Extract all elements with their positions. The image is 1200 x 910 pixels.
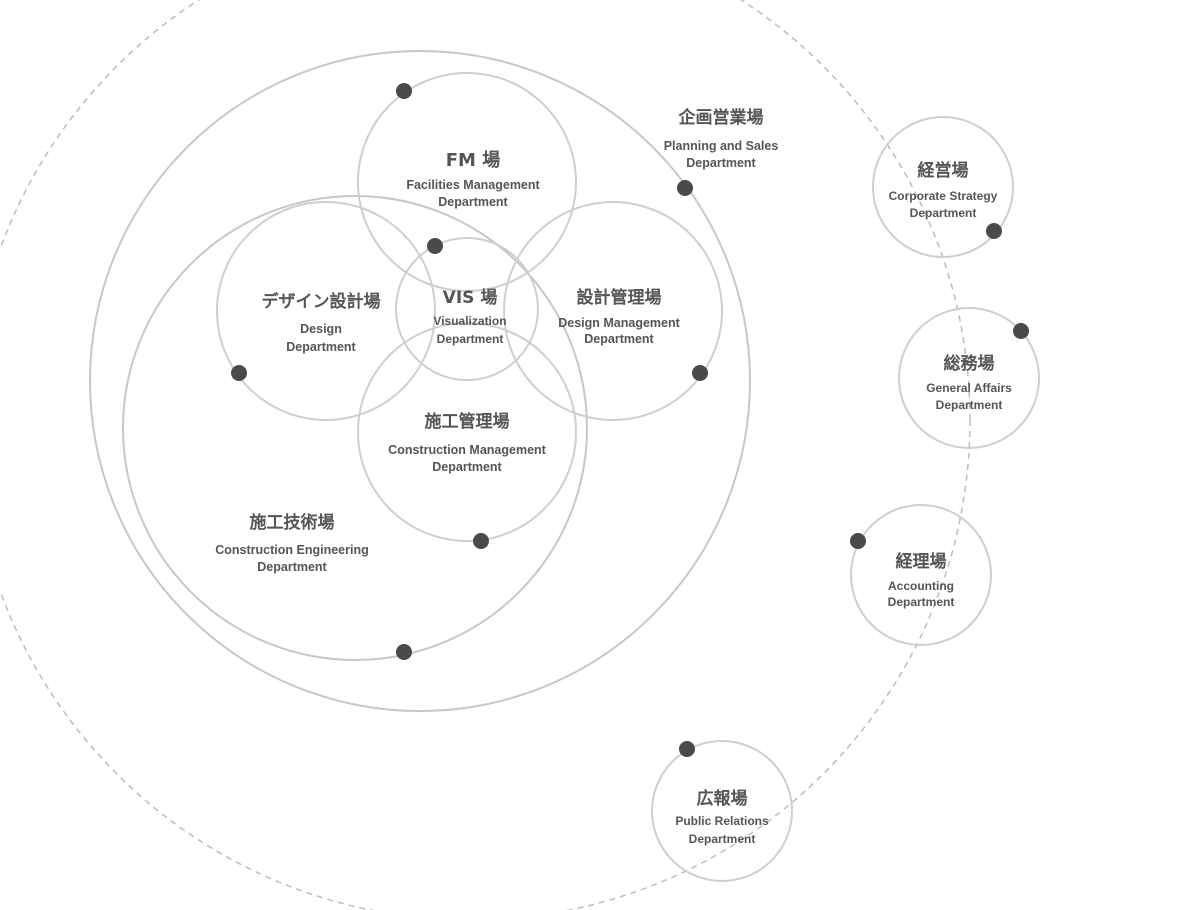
design-en-line1: Design <box>300 322 342 336</box>
fm-en-line2: Department <box>438 195 508 209</box>
design-management-en-line1: Design Management <box>558 316 680 330</box>
construction-management-jp: 施工管理場 <box>425 411 510 432</box>
vis-en-line1: Visualization <box>433 314 506 328</box>
design-circle <box>216 201 436 421</box>
corporate-strategy-circle <box>872 116 1014 258</box>
node-dot <box>231 365 247 381</box>
planning-sales-jp: 企画営業場 <box>678 107 764 128</box>
planning-sales-ring <box>89 50 751 712</box>
public-relations-label: 広報場 Public Relations Department <box>675 788 769 846</box>
construction-management-circle <box>357 322 577 542</box>
node-dot <box>679 741 695 757</box>
node-dot <box>396 83 412 99</box>
general-affairs-en-line2: Department <box>936 398 1003 412</box>
accounting-jp: 経理場 <box>896 551 947 572</box>
public-relations-en-line1: Public Relations <box>675 814 769 828</box>
node-dot <box>473 533 489 549</box>
general-affairs-label: 総務場 General Affairs Department <box>926 353 1012 412</box>
corporate-strategy-jp: 経営場 <box>918 160 969 181</box>
design-management-label: 設計管理場 Design Management Department <box>558 287 680 346</box>
design-management-circle <box>503 201 723 421</box>
public-relations-jp: 広報場 <box>697 788 748 809</box>
vis-jp: VIS 場 <box>443 288 498 308</box>
accounting-label: 経理場 Accounting Department <box>888 551 955 609</box>
node-dot <box>396 644 412 660</box>
public-relations-circle <box>651 740 793 882</box>
fm-label: FM 場 Facilities Management Department <box>406 150 540 209</box>
general-affairs-jp: 総務場 <box>944 353 995 374</box>
planning-sales-label: 企画営業場 Planning and Sales Department <box>664 107 779 170</box>
design-management-jp: 設計管理場 <box>577 287 662 308</box>
design-en-line2: Department <box>286 340 356 354</box>
corporate-strategy-en-line1: Corporate Strategy <box>889 189 998 203</box>
general-affairs-en-line1: General Affairs <box>926 381 1012 395</box>
fm-jp: FM 場 <box>446 150 500 171</box>
node-dot <box>427 238 443 254</box>
construction-engineering-ring <box>122 195 588 661</box>
accounting-en-line2: Department <box>888 595 955 609</box>
accounting-en-line1: Accounting <box>888 579 954 593</box>
node-dot <box>1013 323 1029 339</box>
construction-management-en-line1: Construction Management <box>388 443 546 457</box>
planning-sales-en-line1: Planning and Sales <box>664 139 779 153</box>
public-relations-en-line2: Department <box>689 832 756 846</box>
fm-en-line1: Facilities Management <box>406 178 540 192</box>
construction-management-label: 施工管理場 Construction Management Department <box>388 411 546 474</box>
vis-label: VIS 場 Visualization Department <box>433 288 506 346</box>
construction-engineering-en-line1: Construction Engineering <box>215 543 368 557</box>
design-management-en-line2: Department <box>584 332 654 346</box>
vis-en-line2: Department <box>437 332 504 346</box>
outer-dashed-orbit <box>0 0 971 910</box>
accounting-circle <box>850 504 992 646</box>
construction-engineering-jp: 施工技術場 <box>250 512 335 533</box>
node-dot <box>850 533 866 549</box>
node-dot <box>692 365 708 381</box>
fm-circle <box>357 72 577 292</box>
node-dot <box>986 223 1002 239</box>
corporate-strategy-en-line2: Department <box>910 206 977 220</box>
corporate-strategy-label: 経営場 Corporate Strategy Department <box>889 160 998 220</box>
node-dot <box>677 180 693 196</box>
general-affairs-circle <box>898 307 1040 449</box>
construction-management-en-line2: Department <box>432 460 502 474</box>
construction-engineering-en-line2: Department <box>257 560 327 574</box>
planning-sales-en-line2: Department <box>686 156 756 170</box>
design-label: デザイン設計場 Design Department <box>262 291 381 354</box>
design-jp: デザイン設計場 <box>262 291 381 312</box>
construction-engineering-label: 施工技術場 Construction Engineering Departmen… <box>215 512 368 574</box>
vis-circle <box>395 237 539 381</box>
